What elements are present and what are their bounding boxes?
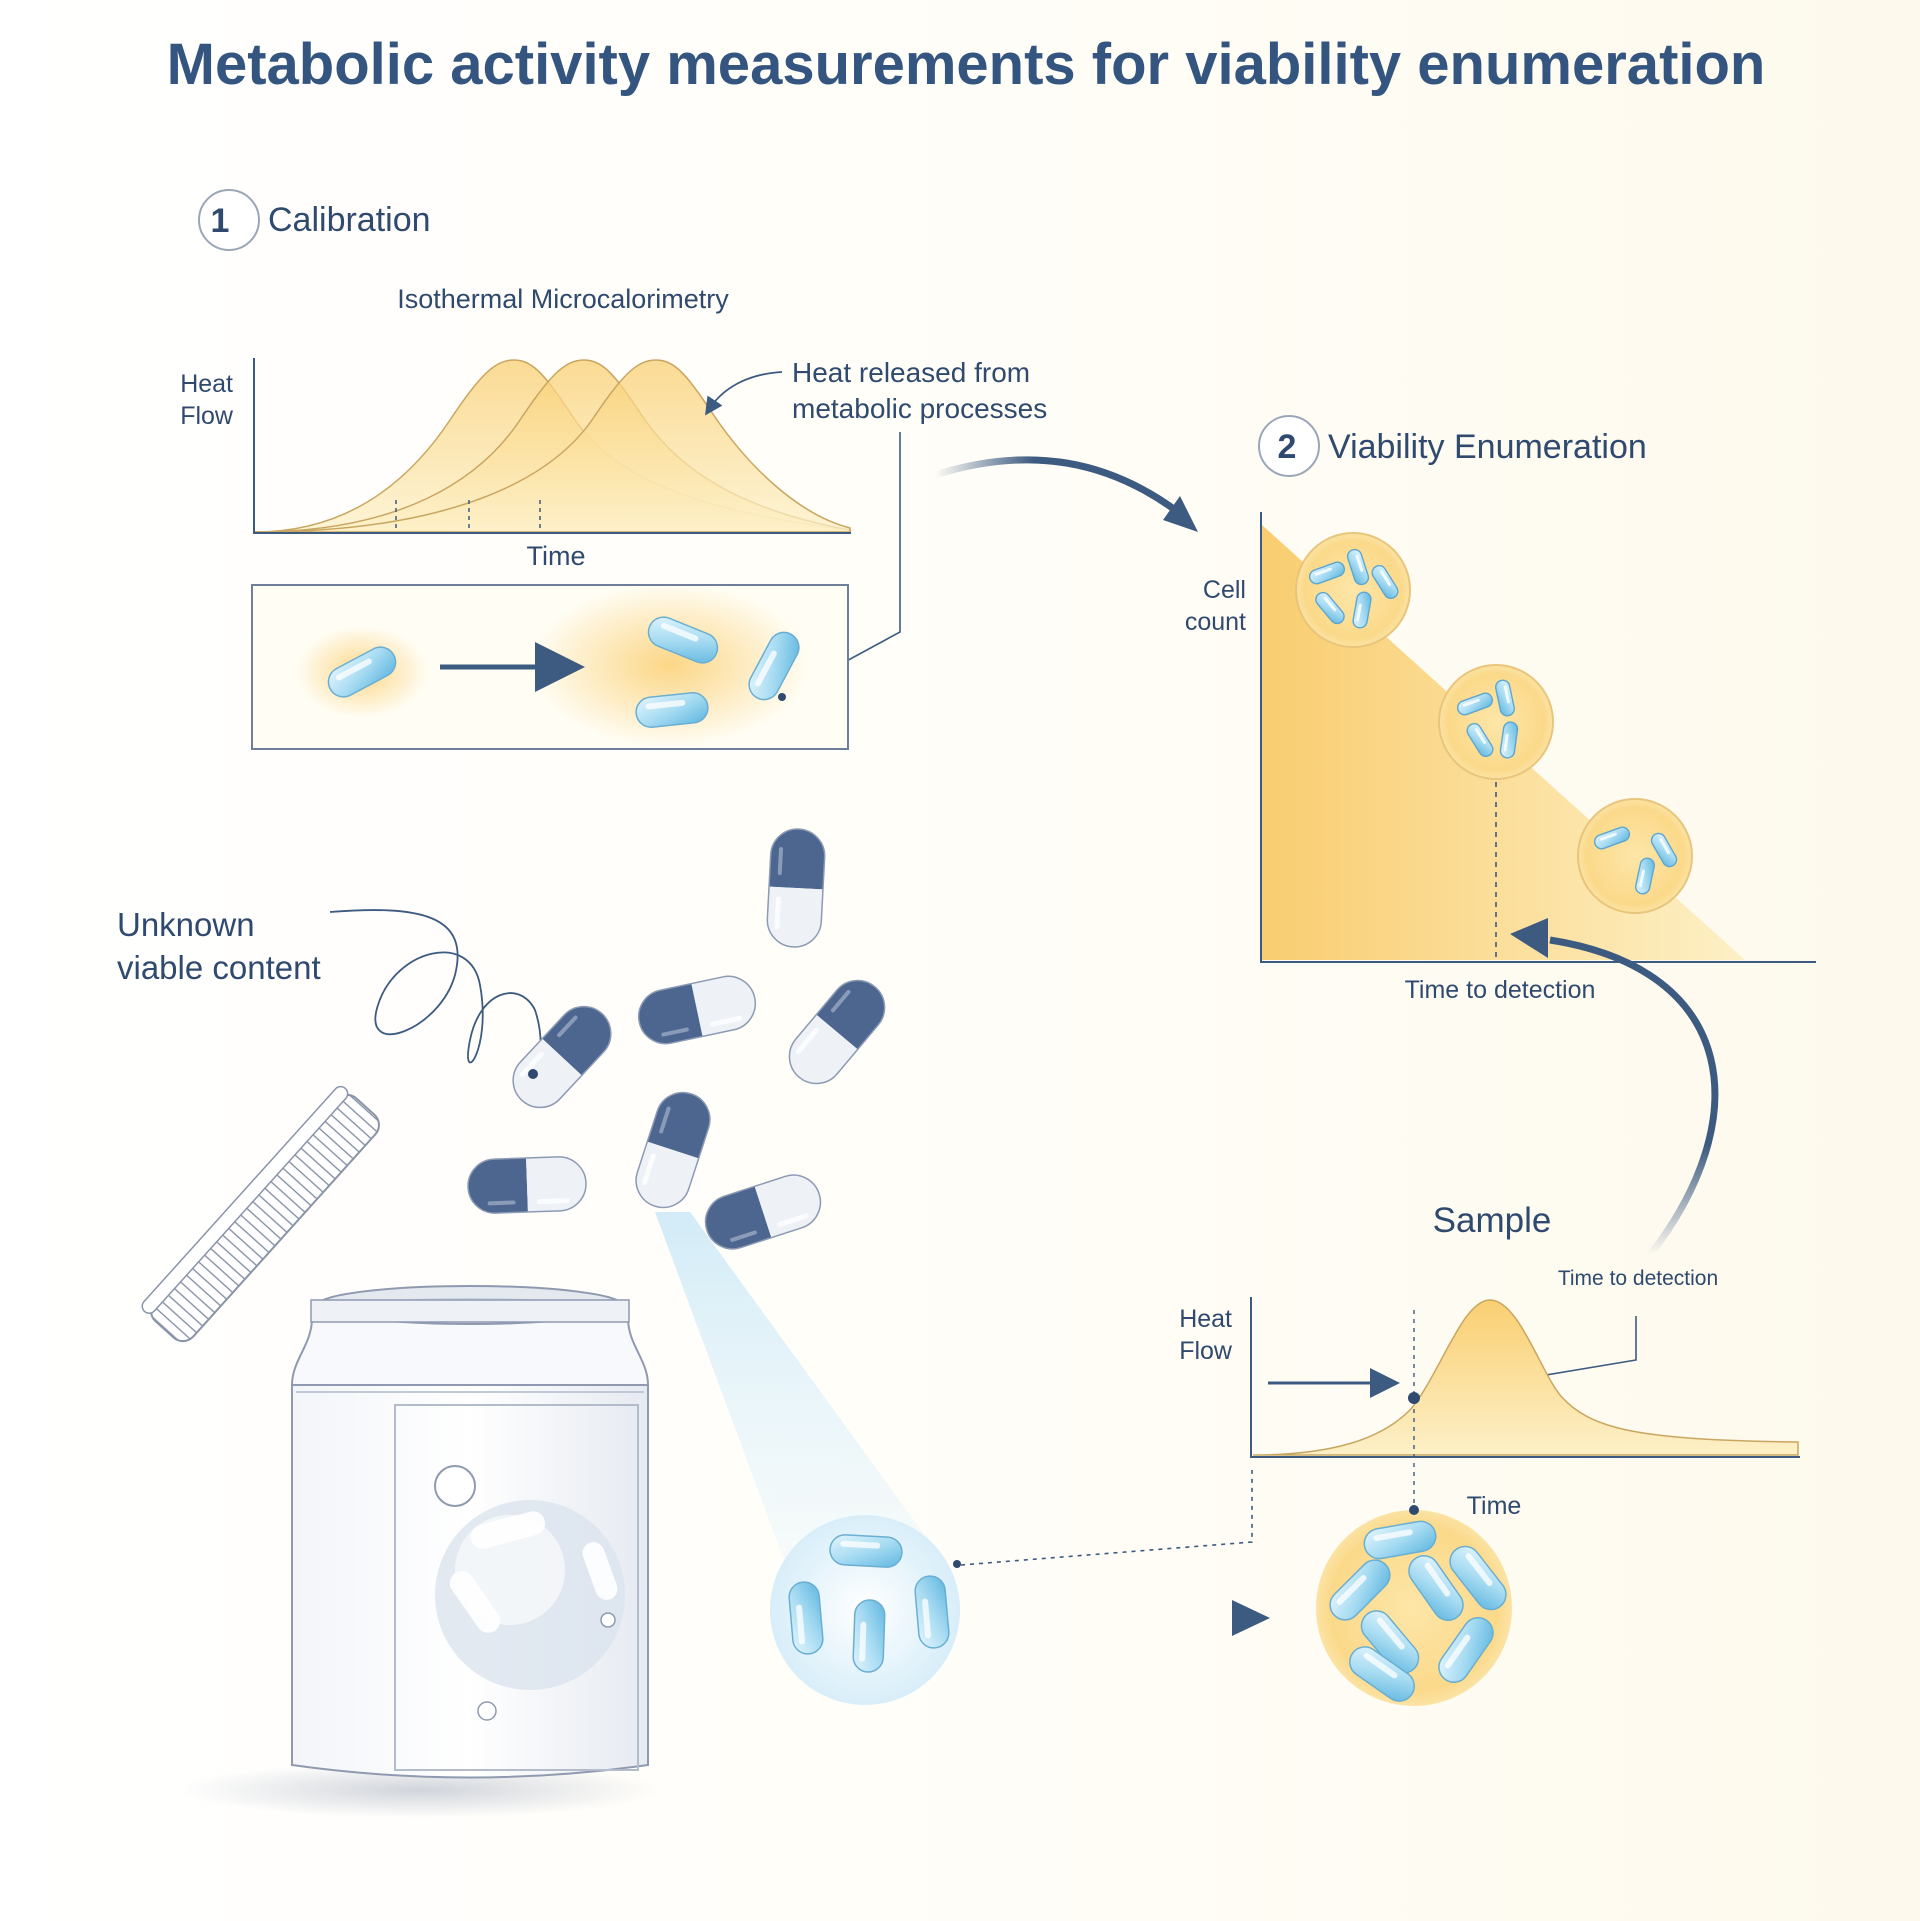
growth-box xyxy=(251,583,849,750)
enumeration-xlabel: Time to detection xyxy=(1405,976,1596,1004)
bacterium-icon xyxy=(852,1598,886,1674)
capsule-icon xyxy=(766,828,826,949)
cell-culture-low xyxy=(1577,798,1693,914)
sample-connector xyxy=(960,1470,1253,1566)
unknown-content-leader xyxy=(329,909,542,1076)
sample-annotation: Time to detection xyxy=(1558,1267,1718,1290)
incubation-arrowhead xyxy=(1232,1600,1270,1636)
jar-lid-icon xyxy=(141,1085,380,1343)
bacterium-icon xyxy=(913,1574,951,1650)
heat-annotation-line2: metabolic processes xyxy=(792,393,1047,424)
cell-culture-high xyxy=(1295,532,1411,648)
capsule-icon xyxy=(467,1156,587,1214)
capsule-icon xyxy=(778,969,895,1094)
incubated-sample xyxy=(1316,1510,1513,1708)
sample-to-enumeration-arrowhead xyxy=(1510,918,1548,958)
step2-heading: 2 Viability Enumeration xyxy=(1258,415,1647,477)
bacterium-icon xyxy=(828,1533,904,1569)
capsule-icon xyxy=(634,971,761,1048)
cell-culture-medium xyxy=(1438,664,1554,780)
step1-number: 1 xyxy=(211,202,230,240)
sample-title: Sample xyxy=(1433,1201,1552,1240)
sample-ylabel-line1: Heat xyxy=(1179,1305,1232,1333)
sample-ylabel-line2: Flow xyxy=(1179,1337,1233,1365)
calibration-chart xyxy=(253,358,851,534)
capsule-icon xyxy=(699,1168,828,1256)
calibration-peak-3 xyxy=(254,359,851,533)
sample-peak xyxy=(1252,1299,1799,1456)
unknown-content-line1: Unknown xyxy=(117,906,255,943)
magnified-contents xyxy=(770,1515,961,1705)
step1-to-step2-arrow-icon xyxy=(933,456,1185,518)
step1-heading: 1 Calibration xyxy=(198,189,431,251)
enumeration-ylabel-line1: Cell xyxy=(1203,576,1246,604)
capsule-icon xyxy=(502,995,622,1118)
sample-xlabel: Time xyxy=(1467,1492,1522,1520)
calibration-ylabel-line1: Heat xyxy=(180,370,233,398)
unknown-content-line2: viable content xyxy=(117,949,321,986)
bacterium-icon xyxy=(787,1580,825,1656)
sample-chart xyxy=(1250,1297,1800,1515)
capsule-icon xyxy=(629,1086,717,1215)
enumeration-ylabel-line2: count xyxy=(1185,608,1246,636)
step2-label: Viability Enumeration xyxy=(1328,428,1647,466)
step2-number: 2 xyxy=(1278,428,1297,466)
page-title: Metabolic activity measurements for viab… xyxy=(167,32,1766,97)
sample-to-enumeration-arrow-icon xyxy=(1549,936,1719,1258)
calibration-chart-title: Isothermal Microcalorimetry xyxy=(397,284,729,314)
heat-annotation-arrow xyxy=(705,371,783,416)
enumeration-chart xyxy=(1260,512,1816,963)
step1-to-step2-arrowhead xyxy=(1163,496,1198,532)
calibration-xlabel: Time xyxy=(527,541,586,571)
step1-label: Calibration xyxy=(268,201,431,239)
magnification-beam xyxy=(655,1212,950,1590)
heat-annotation-line1: Heat released from xyxy=(792,357,1030,388)
supplement-jar-icon xyxy=(290,1285,650,1779)
calibration-ylabel-line2: Flow xyxy=(180,402,234,430)
